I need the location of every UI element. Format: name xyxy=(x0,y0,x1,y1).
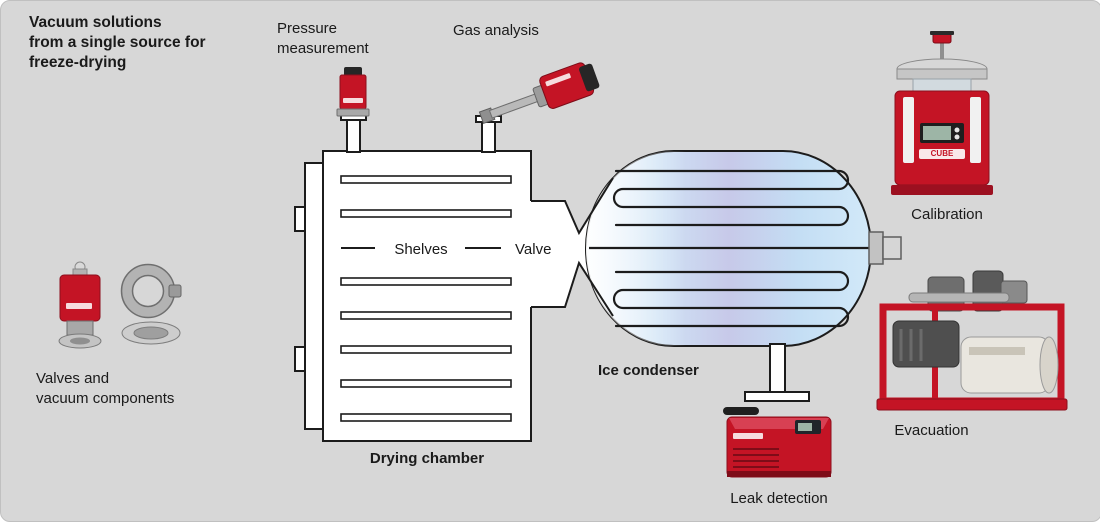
label-leak-detection: Leak detection xyxy=(730,490,828,507)
valve-symbol xyxy=(531,177,614,317)
chamber-door xyxy=(304,162,324,430)
label-valves-components: Valves and vacuum components xyxy=(36,370,175,407)
pump-system-icon xyxy=(876,270,1068,411)
label-evacuation: Evacuation xyxy=(894,422,969,439)
calibration-unit-icon xyxy=(891,31,993,195)
valves-components-icons xyxy=(58,261,182,349)
clamp-ring-icon xyxy=(120,263,182,319)
label-ice-condenser: Ice condenser xyxy=(598,362,699,379)
drying-chamber-outline xyxy=(294,150,532,442)
condenser-coil-bottom xyxy=(612,270,850,328)
leak-detector-icon xyxy=(723,407,832,478)
vacuum-valve-icon xyxy=(58,261,102,349)
condenser-port xyxy=(868,231,902,265)
label-drying-chamber: Drying chamber xyxy=(369,450,485,467)
label-shelves: Shelves xyxy=(394,241,448,258)
diagram-title: Vacuum solutions from a single source fo… xyxy=(29,14,206,72)
pressure-gauge-icon xyxy=(336,67,370,117)
condenser-coil-top xyxy=(612,169,850,227)
pressure-stem xyxy=(340,113,367,153)
gas-analyzer-icon xyxy=(478,62,600,125)
label-gas-analysis: Gas analysis xyxy=(453,22,539,39)
drain-pipe xyxy=(744,343,810,402)
label-pressure-measurement: Pressure measurement xyxy=(277,20,369,57)
calibration-device-badge: CUBE xyxy=(930,149,954,158)
chamber-shelves xyxy=(340,175,512,422)
centering-ring-icon xyxy=(121,321,181,345)
label-valve: Valve xyxy=(515,241,552,258)
label-calibration: Calibration xyxy=(911,206,983,223)
